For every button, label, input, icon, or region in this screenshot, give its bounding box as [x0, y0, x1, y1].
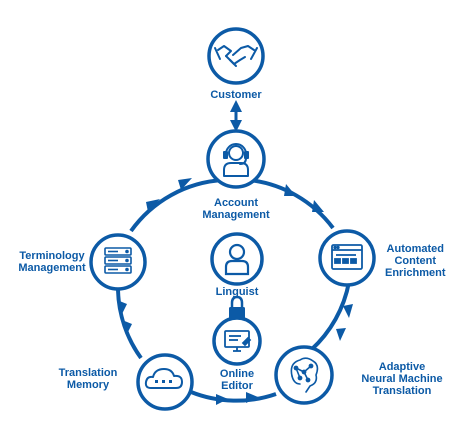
- handshake-icon: [214, 45, 258, 67]
- account-management-node: [206, 129, 266, 189]
- online-editor-label: Online Editor: [220, 368, 254, 392]
- server-database-icon: [104, 247, 132, 274]
- customer-label-text: Customer: [210, 89, 262, 101]
- translation-memory-label: Translation Memory: [59, 367, 118, 391]
- label-line: Neural Machine: [361, 373, 443, 385]
- padlock-icon: [229, 295, 245, 319]
- person-icon: [224, 243, 250, 276]
- linguist-node: [210, 232, 264, 286]
- arrow-head: [122, 320, 132, 334]
- label-line: Adaptive: [378, 361, 426, 373]
- adaptive-nmt-label: Adaptive Neural Machine Translation: [361, 361, 442, 397]
- label-line: Translation: [372, 385, 432, 397]
- arrow-head: [343, 304, 353, 318]
- arrow-head: [178, 178, 192, 190]
- browser-window-icon: [331, 244, 363, 270]
- label-line: Translation: [58, 367, 118, 379]
- arrow-head: [146, 199, 160, 212]
- label-line: Management: [18, 262, 86, 274]
- arrow-head: [117, 300, 127, 314]
- linguist-label-text: Linguist: [215, 286, 259, 298]
- label-line: Content: [394, 255, 437, 267]
- label-line: Online: [219, 368, 255, 380]
- headset-agent-icon: [223, 143, 249, 177]
- account-management-label: Account Management: [202, 197, 269, 221]
- brain-network-icon: [290, 357, 319, 393]
- terminology-management-node: [89, 233, 147, 291]
- arrow-head: [336, 328, 346, 341]
- ring-arrows: [117, 178, 353, 405]
- customer-label: Customer: [210, 89, 261, 101]
- translation-memory-node: [136, 353, 194, 411]
- adaptive-nmt-node: [274, 345, 334, 405]
- label-line: Memory: [66, 379, 110, 391]
- arrow-head: [312, 200, 324, 212]
- label-line: Automated: [386, 243, 444, 255]
- label-line: Account: [214, 197, 258, 209]
- arrow-head: [216, 394, 228, 405]
- linguist-label: Linguist: [216, 286, 259, 298]
- label-line: Enrichment: [385, 267, 446, 279]
- label-line: Editor: [221, 380, 253, 392]
- terminology-management-label: Terminology Management: [18, 250, 85, 274]
- automated-content-enrichment-node: [318, 229, 376, 287]
- label-line: Terminology: [19, 250, 85, 262]
- cloud-icon: [144, 368, 183, 389]
- customer-node: [207, 27, 265, 85]
- arrow-head: [246, 392, 258, 403]
- arrow-head: [284, 184, 296, 196]
- online-editor-node: [212, 316, 262, 366]
- monitor-edit-icon: [224, 330, 252, 352]
- label-line: Management: [202, 209, 270, 221]
- automated-content-enrichment-label: Automated Content Enrichment: [385, 243, 446, 279]
